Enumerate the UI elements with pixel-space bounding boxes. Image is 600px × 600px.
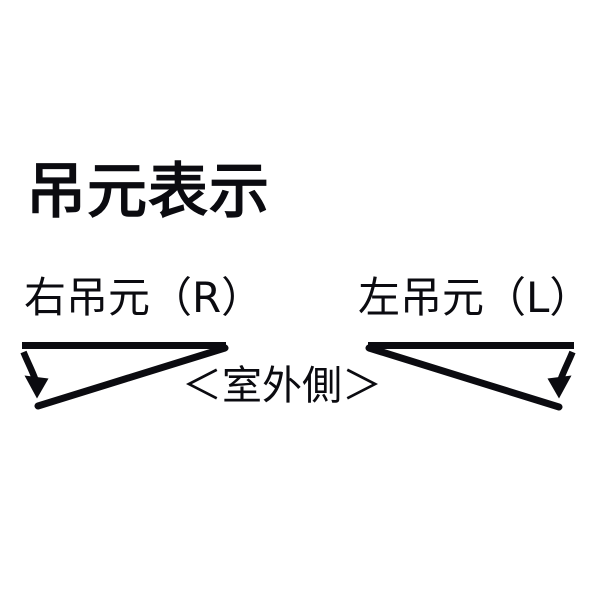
page-title: 吊元表示 <box>26 157 270 227</box>
left-diagram-label: 右吊元（R） <box>24 273 264 322</box>
outdoor-side-note: ＜室外側＞ <box>182 363 382 409</box>
left-swing-arrow-curve <box>20 350 39 382</box>
right-swing-arrow-curve <box>557 350 576 382</box>
right-leaf-diagonal <box>365 344 563 411</box>
right-swing-arrow-head <box>547 375 572 399</box>
right-door-diagram <box>365 342 576 411</box>
right-diagram-label: 左吊元（L） <box>358 273 592 322</box>
left-swing-arrow-head <box>24 375 49 399</box>
